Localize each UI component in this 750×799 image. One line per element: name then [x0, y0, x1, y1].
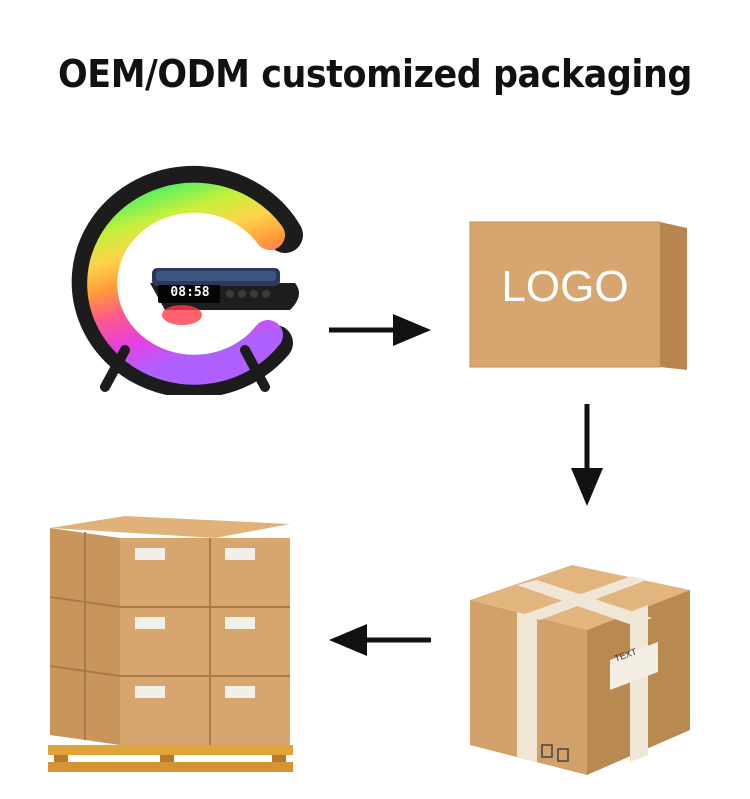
logo-box-image — [469, 221, 687, 370]
box-logo-text: LOGO — [501, 262, 629, 311]
clock-display: 08:58 — [170, 285, 210, 300]
arrow-down-icon — [571, 404, 603, 506]
sealed-box-image — [470, 565, 690, 775]
pallet-image — [48, 516, 293, 772]
product-image — [71, 165, 303, 395]
arrow-right-icon — [329, 314, 431, 346]
arrow-left-icon — [329, 624, 431, 656]
page-title: OEM/ODM customized packaging — [58, 52, 692, 96]
